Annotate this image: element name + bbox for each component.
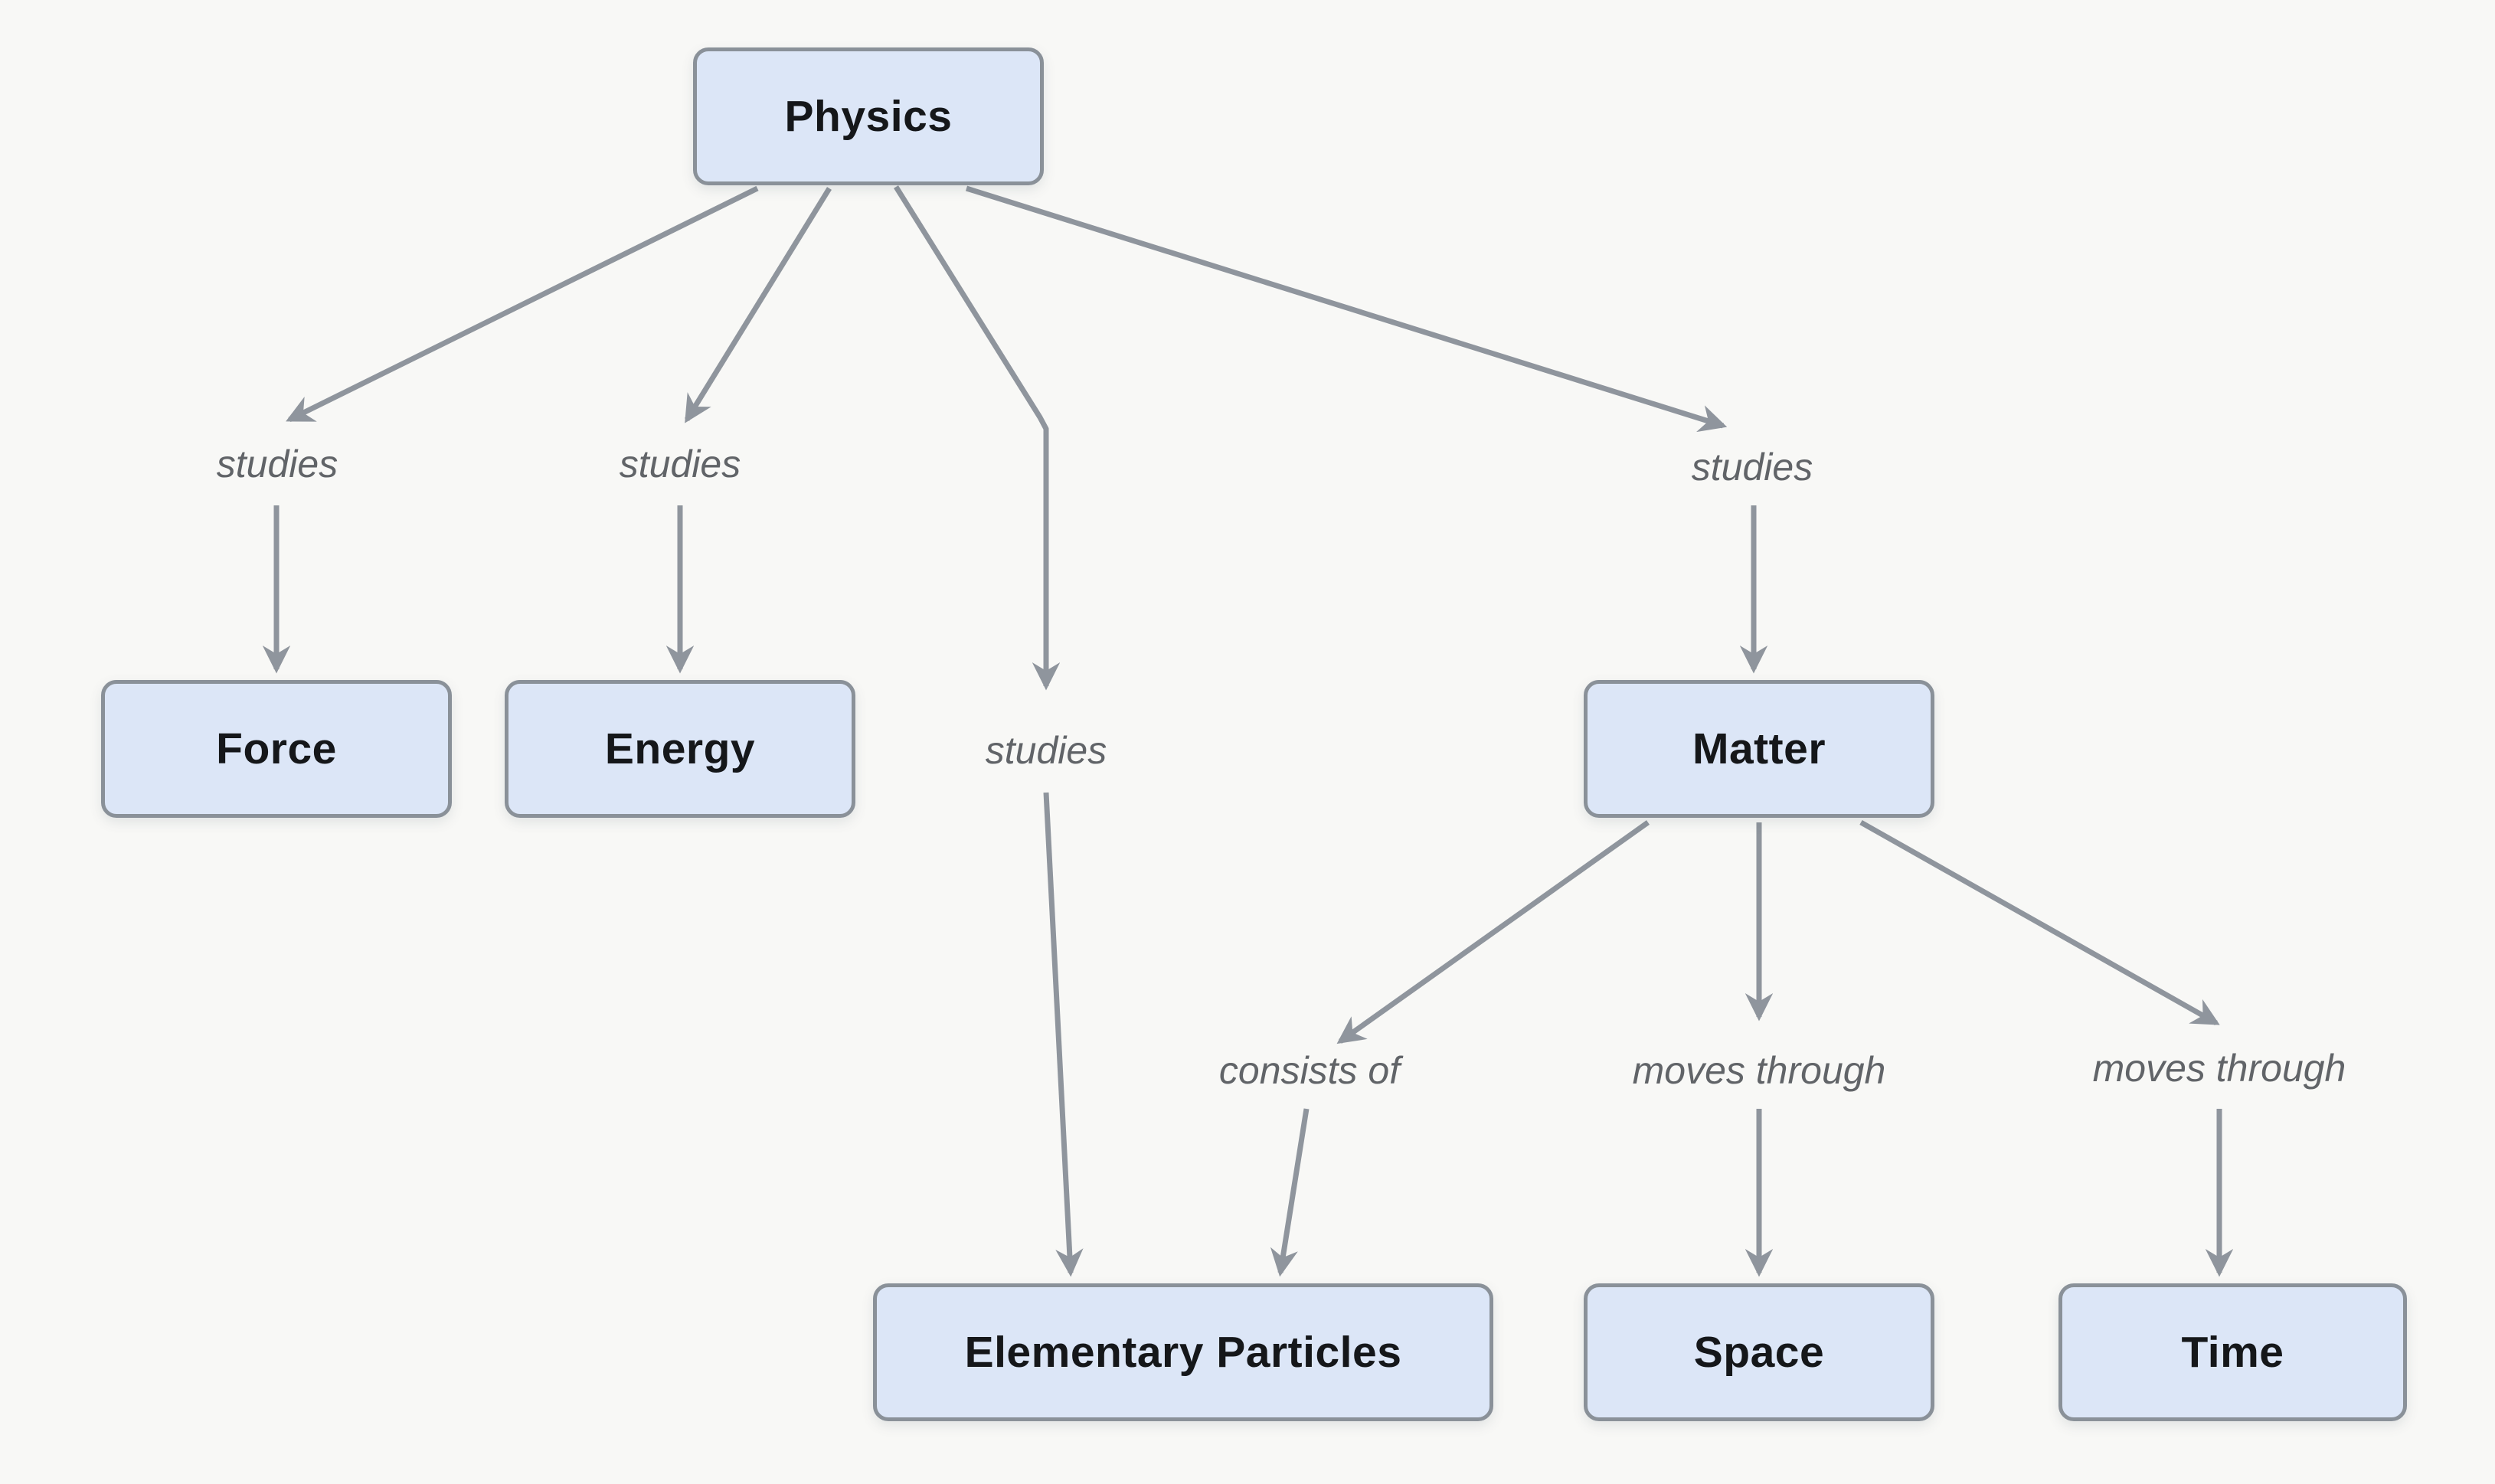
edge-physics-elementary-particles-segment-a (894, 185, 1061, 691)
node-time: Time (2058, 1283, 2407, 1421)
edge-physics-matter-segment-a (965, 185, 1728, 433)
node-force: Force (101, 680, 452, 818)
edge-matter-time-segment-a (1859, 819, 2220, 1026)
node-elementary-particles-label: Elementary Particles (964, 1328, 1402, 1377)
node-matter-label: Matter (1692, 724, 1826, 773)
node-force-label: Force (216, 724, 337, 773)
edge-label-physics-energy: studies (619, 443, 741, 485)
edge-matter-elementary-particles-segment-a (1336, 820, 1650, 1044)
node-physics: Physics (693, 47, 1044, 185)
edge-label-physics-elementary-particles: studies (985, 729, 1107, 772)
node-time-label: Time (2181, 1328, 2284, 1377)
node-energy-label: Energy (604, 724, 756, 773)
edge-physics-energy-segment-a (685, 187, 832, 423)
node-space-label: Space (1693, 1328, 1825, 1377)
node-space: Space (1584, 1283, 1934, 1421)
edge-physics-elementary-particles-segment-b (1043, 792, 1084, 1277)
node-energy: Energy (505, 680, 855, 818)
edge-label-matter-space: moves through (1632, 1049, 1886, 1092)
node-physics-label: Physics (784, 92, 953, 141)
node-elementary-particles: Elementary Particles (873, 1283, 1493, 1421)
node-matter: Matter (1584, 680, 1934, 818)
edge-matter-elementary-particles-segment-b (1270, 1108, 1310, 1277)
edge-label-physics-matter: studies (1691, 446, 1813, 489)
edge-label-matter-elementary-particles: consists of (1218, 1049, 1401, 1092)
edge-label-matter-time: moves through (2092, 1047, 2346, 1090)
edge-physics-force-segment-a (286, 185, 759, 423)
edge-label-physics-force: studies (216, 443, 338, 485)
